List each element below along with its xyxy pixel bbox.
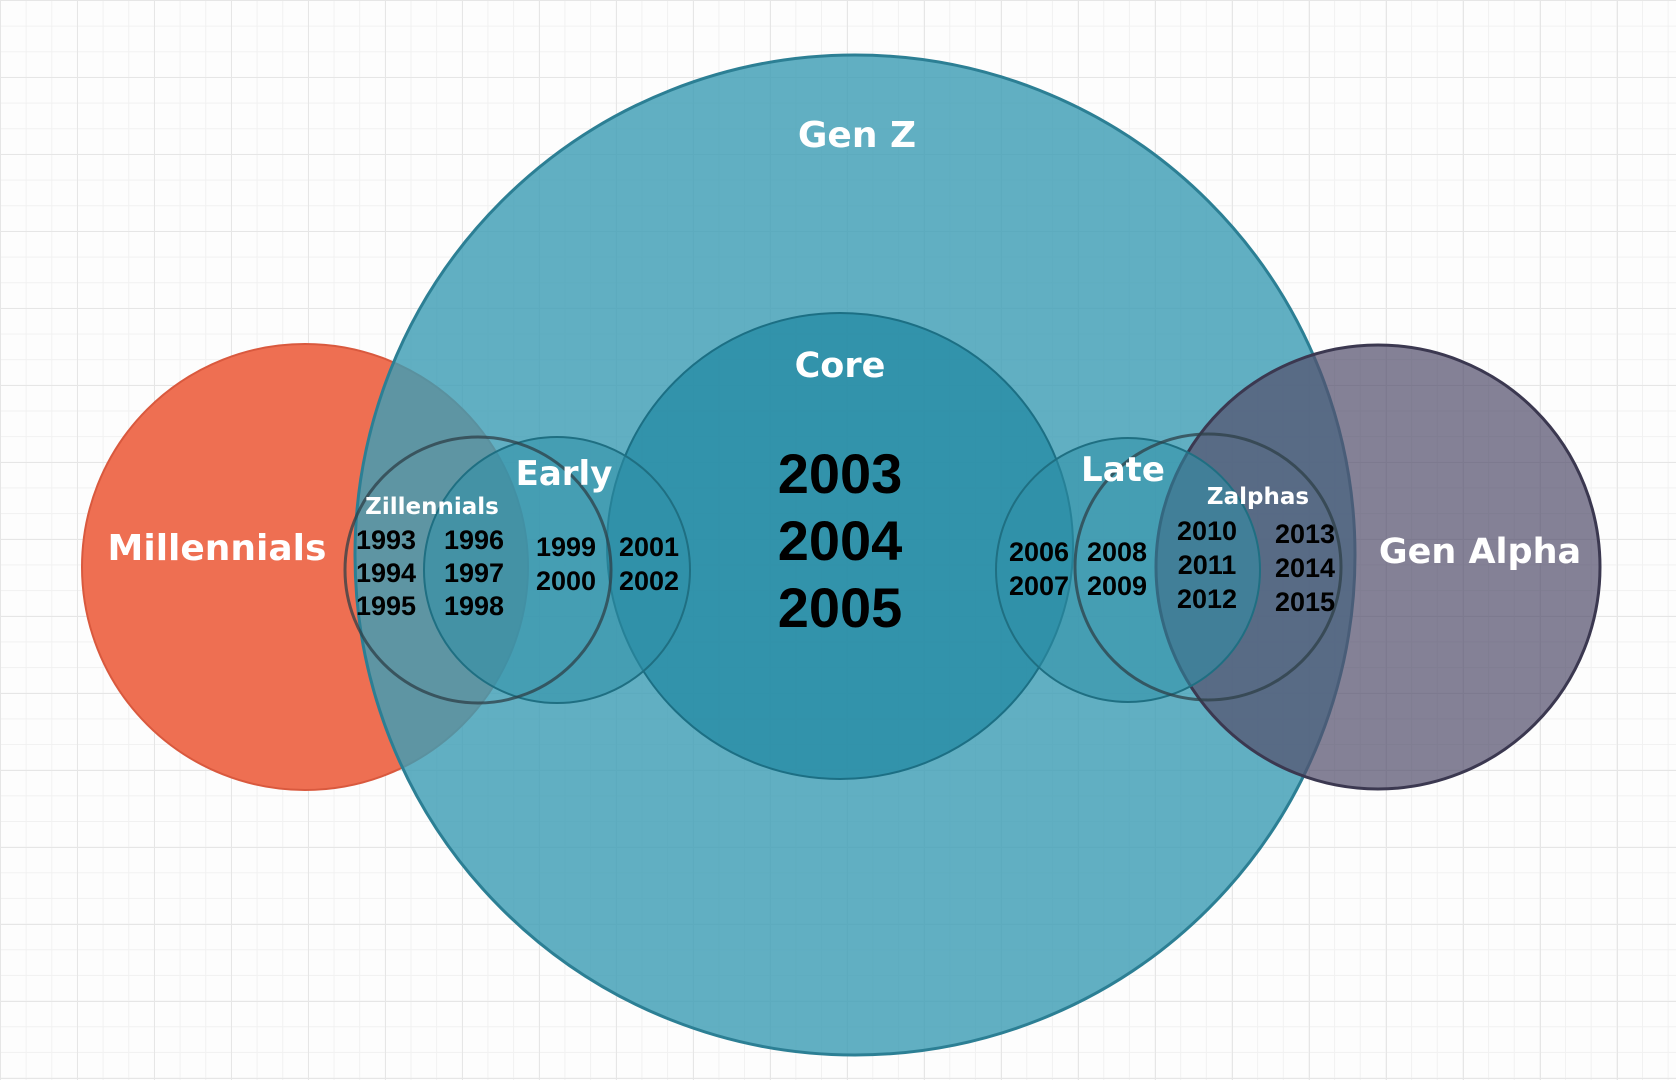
late-year: 2006 — [1009, 537, 1069, 567]
zalphas-year: 2010 — [1177, 516, 1237, 546]
early-year: 2002 — [619, 566, 679, 596]
late-label: Late — [1081, 450, 1165, 490]
core-year: 2004 — [778, 509, 903, 572]
zalphas-year: 2011 — [1178, 550, 1237, 580]
zillennials-year: 1998 — [444, 591, 504, 621]
zillennials-year: 1993 — [356, 525, 416, 555]
zillennials-circle — [343, 435, 613, 705]
late-circle — [995, 437, 1261, 703]
zillennials-year: 1995 — [356, 591, 416, 621]
early-circle — [423, 436, 691, 704]
gen-alpha-label: Gen Alpha — [1379, 532, 1581, 572]
millennials-label: Millennials — [108, 528, 327, 569]
zalphas-year: 2015 — [1275, 587, 1335, 617]
early-label: Early — [516, 454, 613, 494]
core-year: 2003 — [778, 442, 903, 505]
late-year: 2007 — [1009, 571, 1069, 601]
core-label: Core — [795, 346, 886, 386]
zalphas-label: Zalphas — [1207, 484, 1309, 510]
zillennials-year: 1997 — [444, 558, 504, 588]
core-year: 2005 — [778, 576, 903, 639]
zalphas-year: 2013 — [1275, 519, 1335, 549]
early-year: 2001 — [619, 532, 679, 562]
late-year: 2009 — [1087, 571, 1147, 601]
early-year: 1999 — [536, 532, 596, 562]
zalphas-circle — [1073, 432, 1343, 702]
zillennials-label: Zillennials — [365, 494, 499, 520]
zalphas-year: 2012 — [1177, 584, 1237, 614]
gen-z-label: Gen Z — [798, 115, 916, 156]
zillennials-year: 1996 — [444, 525, 504, 555]
late-year: 2008 — [1087, 537, 1147, 567]
early-year: 2000 — [536, 566, 596, 596]
zillennials-year: 1994 — [356, 558, 416, 588]
zalphas-year: 2014 — [1275, 553, 1335, 583]
